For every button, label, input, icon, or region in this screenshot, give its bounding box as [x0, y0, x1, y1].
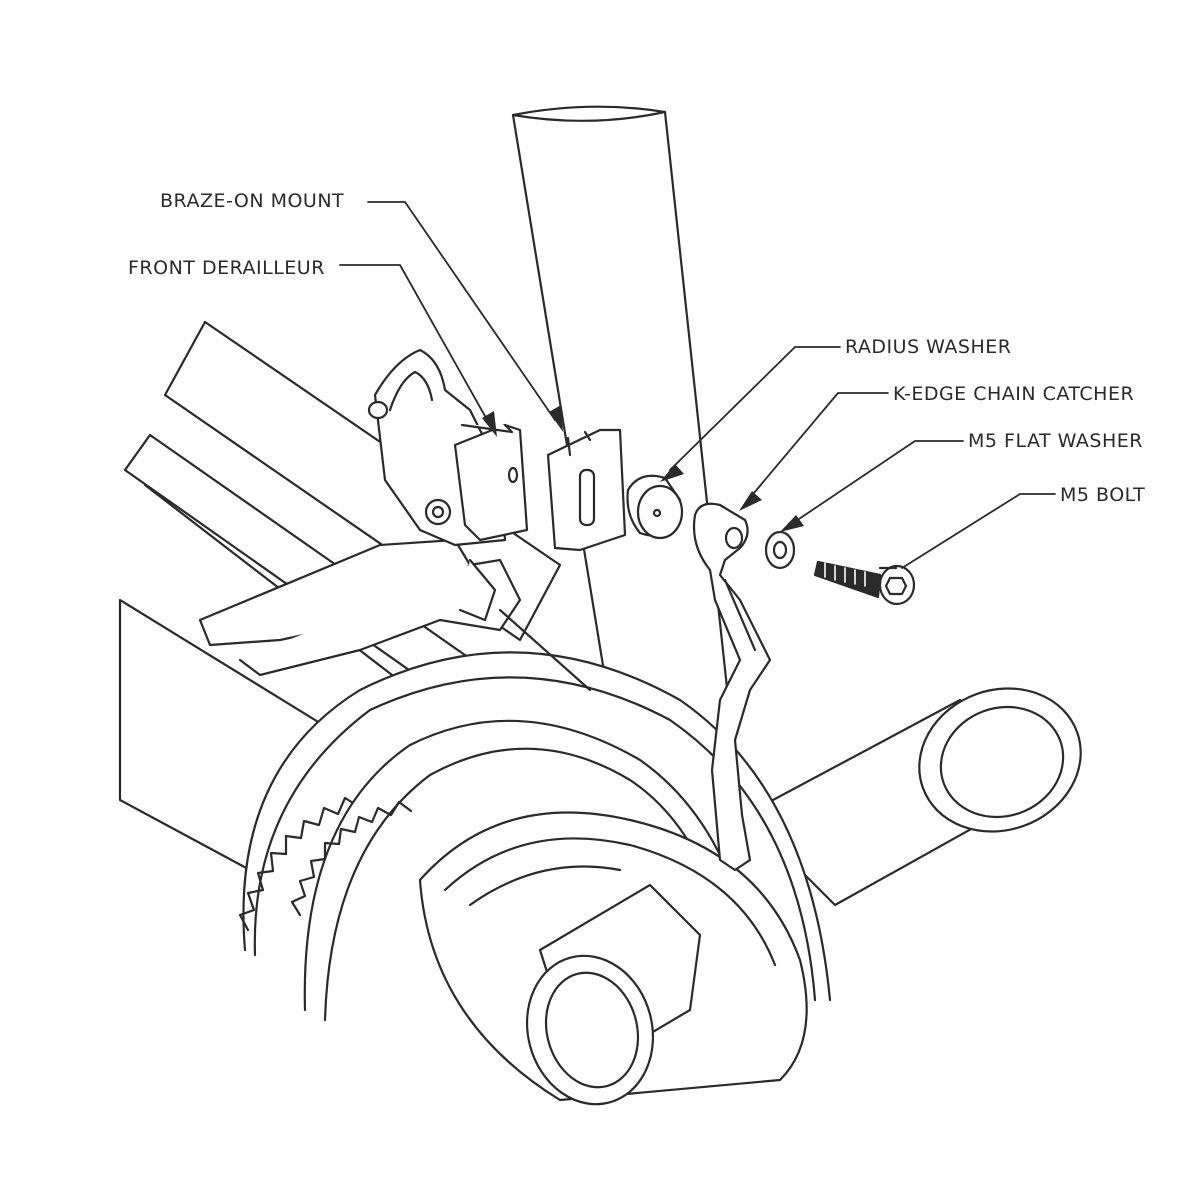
leader-lines — [339, 201, 1056, 569]
arrowhead-m5-washer — [780, 515, 804, 532]
leader-braze-on — [367, 201, 556, 421]
callout-front-derailleur: FRONT DERAILLEUR — [128, 257, 325, 279]
leader-m5-bolt — [901, 493, 1056, 569]
arrowhead-k-edge — [739, 491, 762, 511]
leader-m5-washer — [789, 440, 964, 526]
crank-spindle — [525, 883, 702, 1106]
leader-arrowheads — [482, 405, 804, 532]
arrowhead-front-derailleur — [482, 411, 497, 437]
leader-front-derailleur — [339, 264, 491, 426]
arrowhead-braze-on — [549, 405, 563, 432]
callout-braze-on-mount: BRAZE-ON MOUNT — [160, 190, 345, 212]
seat-tube — [511, 105, 740, 802]
k-edge-chain-catcher — [692, 502, 772, 872]
leader-radius-washer — [669, 346, 841, 471]
callout-k-edge-chain-catcher: K-EDGE CHAIN CATCHER — [893, 383, 1135, 405]
arrowhead-radius-washer — [660, 464, 684, 482]
leader-k-edge — [747, 392, 889, 501]
m5-flat-washer — [764, 530, 796, 570]
front-derailleur — [198, 348, 592, 692]
radius-washer — [626, 474, 684, 540]
callout-m5-flat-washer: M5 FLAT WASHER — [968, 430, 1143, 452]
braze-on-mount — [546, 428, 627, 552]
m5-bolt — [813, 560, 916, 606]
callout-radius-washer: RADIUS WASHER — [845, 336, 1012, 358]
callout-m5-bolt: M5 BOLT — [1060, 484, 1146, 506]
